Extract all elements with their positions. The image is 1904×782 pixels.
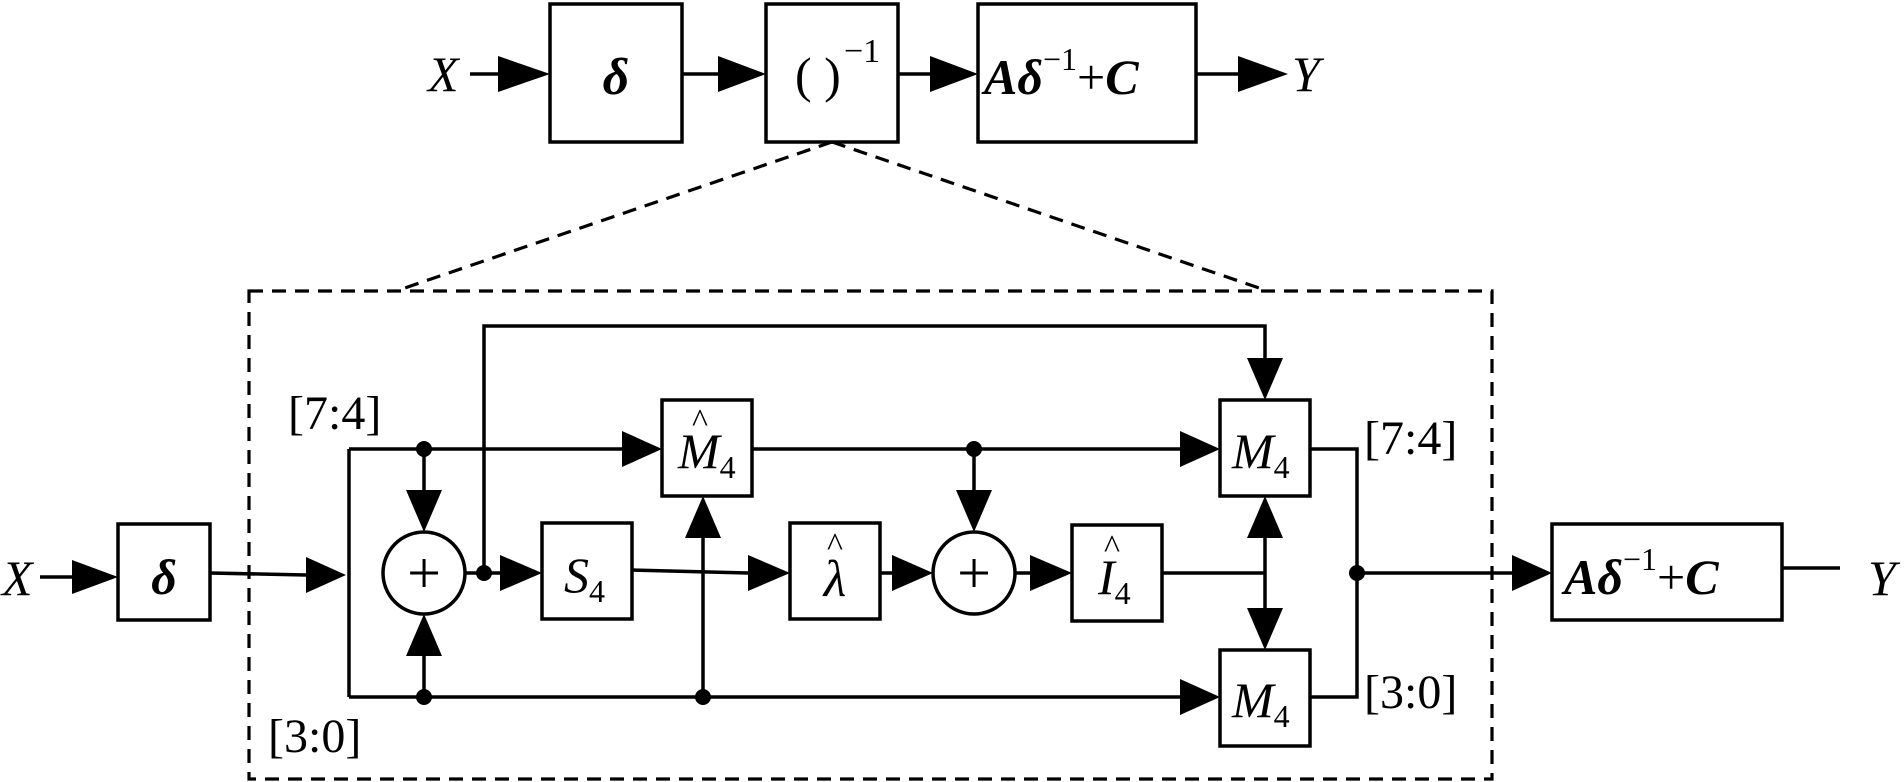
inversion-internals: [7:4] [3:0] + S4 ^: [268, 324, 1552, 763]
ihat-to-m4top-head: [1247, 496, 1283, 538]
top-arrow-affine-to-y-head: [1238, 56, 1288, 92]
label-low-in: [3:0]: [268, 710, 361, 763]
m4-top-box: [1218, 398, 1312, 498]
lambda-hat: ^: [827, 527, 843, 564]
bottom-wire-delta-to-split: [209, 571, 307, 577]
top-inverse-box: [764, 2, 900, 144]
lambda-box: [788, 521, 882, 621]
top-affine-label: Aδ−1+C: [981, 41, 1139, 105]
merge-to-affine-head: [1512, 555, 1552, 591]
top-affine-a: A: [981, 49, 1017, 105]
ihat-hat: ^: [1104, 529, 1120, 566]
zoom-line-right: [831, 140, 1266, 292]
m4-bot-sub: 4: [1274, 698, 1290, 734]
s4-to-lambda-head: [748, 555, 790, 591]
bottom-affine-a: A: [1561, 549, 1597, 605]
bottom-affine-c: C: [1685, 549, 1719, 605]
top-delta-label: δ: [603, 49, 630, 106]
mhat-sub: 4: [720, 449, 736, 485]
s4-base: S: [564, 547, 589, 603]
bottom-affine-sup: −1: [1623, 541, 1657, 577]
top-affine-plus: +: [1077, 49, 1105, 105]
bottom-arrow-to-split-head: [306, 557, 346, 593]
top-affine-c: C: [1105, 49, 1139, 105]
xor1-to-s4-head: [500, 555, 542, 591]
top-output-y: Y: [1292, 46, 1325, 102]
m4-bot-label: M4: [1231, 672, 1290, 734]
ihat-sub: 4: [1115, 575, 1131, 611]
xor-2-symbol: +: [957, 540, 991, 606]
inversion-expansion-box: [247, 289, 1494, 781]
s4-sub: 4: [589, 573, 605, 609]
ihat-label: I4: [1097, 549, 1131, 611]
low-to-xor1-head: [406, 614, 442, 656]
xor1-to-m4top-wire: [482, 324, 1267, 573]
lambda-to-xor2-head: [892, 555, 933, 591]
top-affine-sup: −1: [1043, 41, 1077, 77]
top-inverse-label: ( ): [795, 47, 841, 103]
bottom-chain: X δ: [0, 522, 346, 622]
s4-to-lambda: [631, 568, 749, 575]
bottom-delta-box: [116, 522, 212, 622]
top-inverse-sup: −1: [844, 33, 880, 70]
top-input-x: X: [426, 46, 461, 102]
bottom-arrow-x-to-delta-head: [72, 560, 118, 594]
top-arrow-delta-to-inv-head: [718, 56, 766, 92]
top-affine-delta: δ: [1017, 49, 1043, 105]
zoom-line-left: [395, 140, 833, 293]
m4-top-base: M: [1231, 423, 1276, 479]
mhat-to-xor2-head: [956, 490, 992, 532]
m4-top-sub: 4: [1274, 449, 1290, 485]
mhat-hat: ^: [692, 403, 708, 440]
bottom-affine-plus: +: [1657, 549, 1685, 605]
mhat-box: [660, 398, 754, 498]
bottom-input-x: X: [0, 550, 35, 606]
xor2-to-ihat-head: [1030, 555, 1072, 591]
xor1-to-m4top-head: [1247, 358, 1283, 400]
bottom-chain-output: Aδ−1+C Y: [1550, 522, 1901, 622]
s4-label: S4: [564, 547, 605, 609]
bottom-affine-box: [1550, 522, 1784, 622]
mhat-base: M: [677, 423, 722, 479]
high-wire-to-mhat-head: [622, 431, 662, 467]
label-low-out: [3:0]: [1364, 666, 1457, 719]
top-affine-box: [976, 2, 1198, 144]
mhat-to-m4top-head: [1180, 431, 1220, 467]
m4-bot-base: M: [1231, 672, 1276, 728]
top-arrow-x-to-delta-head: [498, 56, 550, 92]
m4-top-label: M4: [1231, 423, 1290, 485]
top-arrow-inv-to-affine-head: [930, 56, 978, 92]
low-to-mhat-head: [685, 496, 721, 538]
low-wire-to-m4bot-head: [1180, 679, 1220, 715]
label-high-in: [7:4]: [288, 387, 381, 440]
xor-1-symbol: +: [407, 540, 441, 606]
top-chain: X δ ( ) −1 Aδ−1+C Y: [426, 2, 1325, 144]
bottom-output-y: Y: [1868, 550, 1901, 606]
ihat-to-m4bot-head: [1247, 608, 1283, 650]
lambda-label: λ: [822, 551, 847, 608]
ihat-base: I: [1097, 549, 1117, 605]
high-to-xor1-head: [406, 490, 442, 532]
bottom-delta-label: δ: [151, 549, 177, 605]
mhat-label: M4: [677, 423, 736, 485]
label-high-out: [7:4]: [1364, 412, 1457, 465]
bottom-affine-label: Aδ−1+C: [1561, 541, 1719, 605]
bottom-affine-delta: δ: [1597, 549, 1623, 605]
